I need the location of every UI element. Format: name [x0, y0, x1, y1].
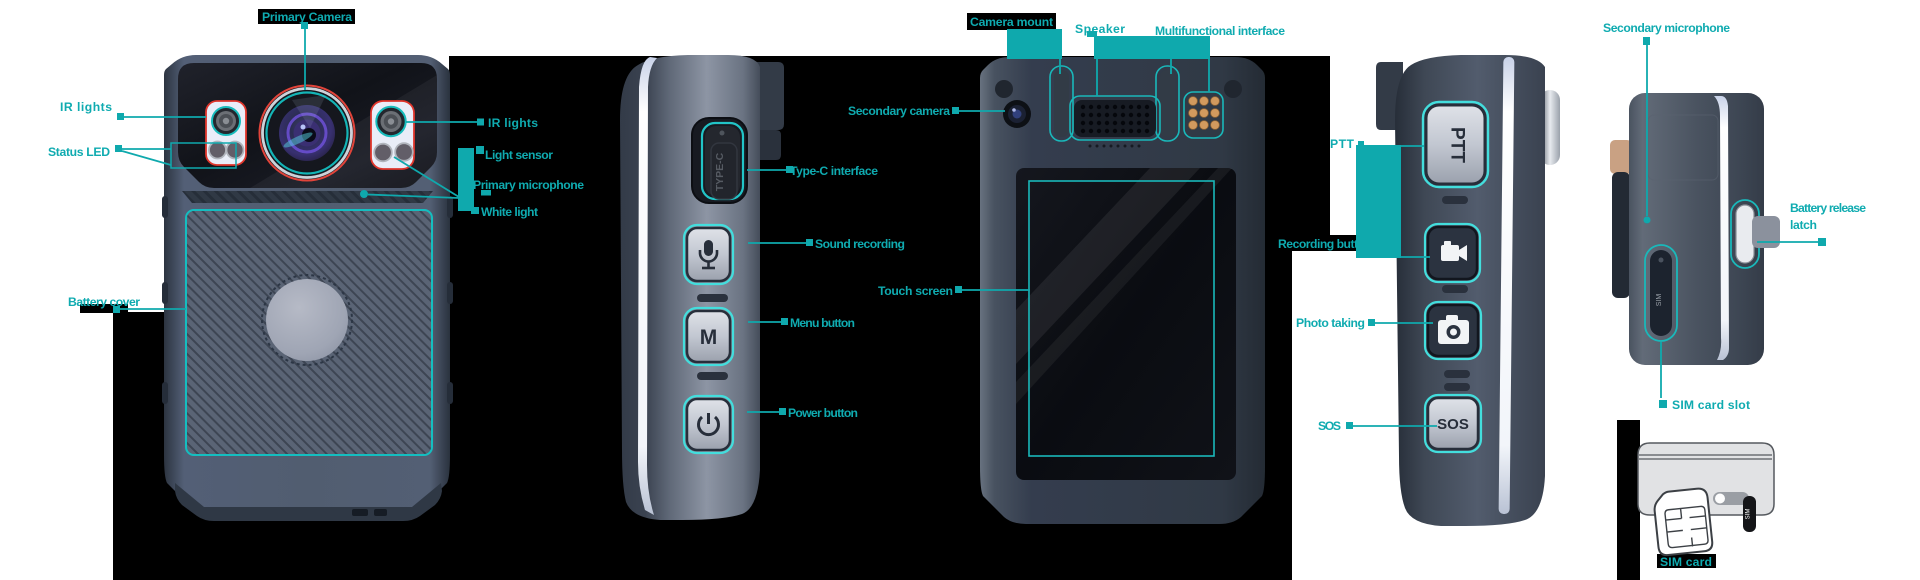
svg-text:Primary microphone: Primary microphone [473, 178, 584, 192]
svg-text:Touch screen: Touch screen [878, 284, 953, 298]
svg-text:PTT: PTT [1330, 137, 1355, 151]
svg-text:Battery release: Battery release [1790, 201, 1866, 215]
svg-text:SIM: SIM [1746, 509, 1752, 520]
svg-text:SIM: SIM [1656, 294, 1663, 307]
svg-text:PTT: PTT [1447, 127, 1468, 163]
svg-text:Light sensor: Light sensor [485, 148, 553, 162]
svg-text:Photo taking: Photo taking [1296, 316, 1365, 330]
svg-text:Sound recording: Sound recording [815, 237, 905, 251]
svg-text:Speaker: Speaker [1075, 22, 1125, 36]
svg-text:SOS: SOS [1318, 419, 1341, 433]
svg-text:Secondary microphone: Secondary microphone [1603, 21, 1730, 35]
svg-text:Primary Camera: Primary Camera [262, 10, 352, 24]
svg-text:IR lights: IR lights [60, 100, 112, 114]
svg-text:Multifunctional interface: Multifunctional interface [1155, 24, 1285, 38]
svg-text:Menu button: Menu button [790, 316, 855, 330]
svg-text:Camera mount: Camera mount [970, 15, 1053, 29]
svg-text:White light: White light [481, 205, 538, 219]
svg-text:M: M [700, 326, 718, 349]
svg-text:Status LED: Status LED [48, 145, 110, 159]
svg-text:IR lights: IR lights [488, 116, 538, 130]
svg-text:Recording button: Recording button [1278, 237, 1372, 251]
svg-text:Type-C interface: Type-C interface [790, 164, 878, 178]
svg-text:Power button: Power button [788, 406, 858, 420]
svg-text:Secondary camera: Secondary camera [848, 104, 950, 118]
svg-text:SIM card slot: SIM card slot [1672, 398, 1750, 412]
svg-text:SOS: SOS [1437, 416, 1469, 433]
svg-text:Battery cover: Battery cover [68, 295, 140, 309]
svg-text:SIM card: SIM card [1660, 555, 1712, 569]
svg-text:TYPE-C: TYPE-C [714, 152, 726, 191]
svg-text:latch: latch [1790, 218, 1817, 232]
